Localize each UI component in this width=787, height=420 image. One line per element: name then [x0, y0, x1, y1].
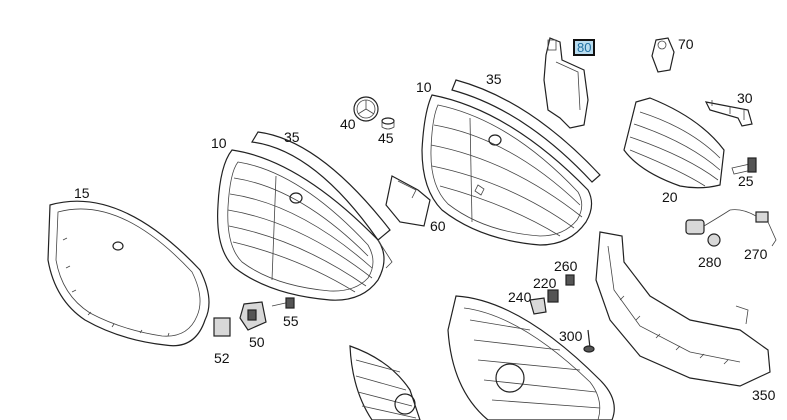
- part-60-plate: [385, 175, 431, 227]
- callout-35-upper: 35: [486, 71, 502, 87]
- callout-350: 350: [752, 387, 776, 403]
- part-270-wire: [729, 209, 777, 247]
- callout-20: 20: [662, 189, 678, 205]
- part-80-bracket: [543, 37, 589, 129]
- part-220-clip: [547, 289, 559, 303]
- callout-280: 280: [698, 254, 722, 270]
- part-55-screw: [271, 297, 295, 309]
- callout-300: 300: [559, 328, 583, 344]
- callout-10-left: 10: [211, 135, 227, 151]
- part-280-sensor: [685, 209, 731, 247]
- part-40-star-emblem: [353, 96, 379, 122]
- callout-240: 240: [508, 289, 532, 305]
- part-70-sensor: [651, 37, 675, 73]
- callout-15: 15: [74, 185, 90, 201]
- callout-260: 260: [554, 258, 578, 274]
- callout-35-left: 35: [284, 129, 300, 145]
- callout-25: 25: [738, 173, 754, 189]
- callout-45: 45: [378, 130, 394, 146]
- part-50-sensor: [239, 301, 267, 331]
- callout-270: 270: [744, 246, 768, 262]
- part-260-clip: [565, 274, 575, 286]
- callout-50: 50: [249, 334, 265, 350]
- part-240-clip: [529, 297, 547, 315]
- part-lower-grille: [447, 295, 615, 420]
- part-10-grille-upper: [421, 79, 601, 246]
- callout-80-highlighted: 80: [573, 39, 596, 56]
- part-15-grille-frame: [47, 200, 210, 347]
- part-10-grille-left: [217, 131, 393, 301]
- callout-40: 40: [340, 116, 356, 132]
- part-bottom-left-grille: [349, 345, 421, 420]
- callout-220: 220: [533, 275, 557, 291]
- part-300-bolt: [583, 329, 595, 353]
- part-30-strip: [704, 100, 753, 127]
- callout-10-upper: 10: [416, 79, 432, 95]
- callout-55: 55: [283, 313, 299, 329]
- part-45-cap: [381, 117, 395, 130]
- callout-52: 52: [214, 350, 230, 366]
- callout-30: 30: [737, 90, 753, 106]
- part-25-screw: [731, 157, 757, 175]
- callout-70: 70: [678, 36, 694, 52]
- part-52-bracket: [213, 317, 231, 337]
- part-20-louvre: [623, 97, 725, 189]
- callout-60: 60: [430, 218, 446, 234]
- part-350-side-panel: [595, 231, 771, 387]
